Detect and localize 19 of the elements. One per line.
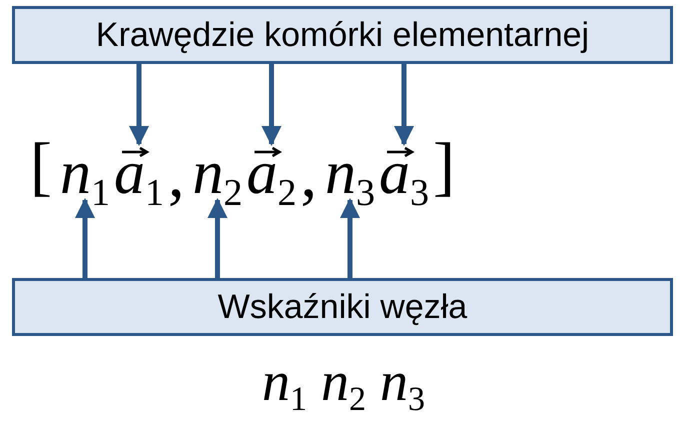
formula-term: a$_{2}$ [246,138,296,208]
arrow [74,198,95,278]
formula-term: a$_{1}$ [114,138,164,208]
arrow [128,64,149,146]
formula-term: n$_{2}$ [192,138,242,208]
arrow [207,198,228,278]
arrow [261,64,282,146]
arrow [340,198,360,278]
bracket: ] [432,132,455,202]
label-box: Wskaźniki węzła [12,278,673,336]
label-box: Krawędzie komórki elementarnej [12,6,673,64]
arrow [394,64,414,146]
formula-term: n$_{3}$ [324,138,375,208]
formula-term: a$_{3}$ [378,138,429,208]
formula-text: n$_{1}$ n$_{2}$ n$_{3}$ [261,352,426,412]
comma: , [300,140,317,210]
formula-term: n$_{1}$ [60,138,110,208]
bracket: [ [30,132,52,202]
comma: , [168,140,184,210]
